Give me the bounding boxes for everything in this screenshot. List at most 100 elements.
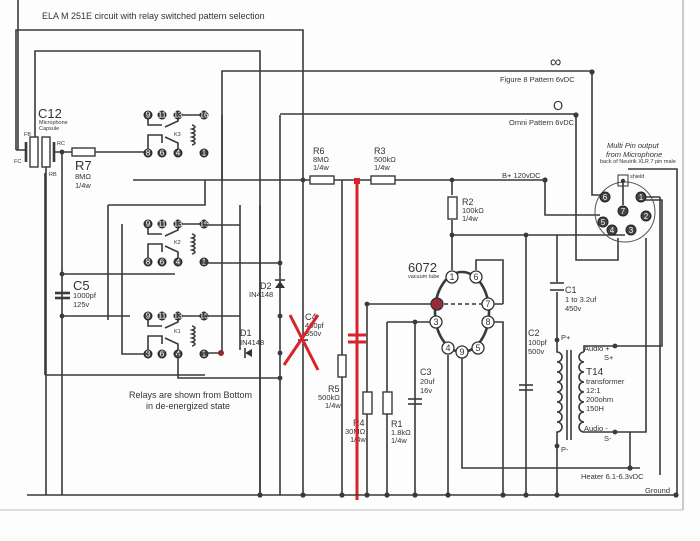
capsule-desc2: Capsule [39,126,59,132]
relay-pin [157,148,167,158]
relay-pin-label: 9 [146,220,151,229]
tube-pin-label: 5 [475,343,480,353]
relay-pin-label: 8 [146,350,151,359]
ground-junction [554,492,560,498]
resistor-r1 [382,391,393,415]
s-plus: S+ [604,353,614,362]
tube-desc: vacuum tube [408,274,440,280]
r2-value: 100kΩ [462,206,484,215]
c5-voltage: 125v [73,300,90,309]
relay-pin [143,257,153,267]
c2-voltage: 500v [528,347,545,356]
relay-pin-label: 1 [202,149,207,158]
red-added-capacitor [348,178,366,500]
relay-wiring [44,115,545,495]
diagram-title: ELA M 251E circuit with relay switched p… [42,11,265,21]
connector-title1: Multi Pin output [607,141,660,150]
relay-pin-label: 6 [160,149,165,158]
ground-junction [523,492,529,498]
relay-pin-label: 6 [160,350,165,359]
tube-pin [430,297,444,311]
r7-name: R7 [75,158,92,173]
connector-pin [625,224,637,236]
tube-envelope [433,270,491,354]
relay-pin [143,219,153,229]
tube-pin [481,297,495,311]
audio-plus: Audio + [584,344,610,353]
relay-pin [199,219,209,229]
relay-pin [157,257,167,267]
capsule-rb: RB [49,172,57,178]
relay-pin [143,148,153,158]
tube-pin-label: 3 [433,317,438,327]
heater-label: Heater 6.1-6.3vDC [581,472,644,481]
relay-pin-label: 13 [174,111,183,120]
c5-value: 1000pf [73,291,97,300]
omni-label: Omni Pattern 6vDC [509,118,575,127]
r2-power: 1/4w [462,214,478,223]
ground-label: Ground [645,486,670,495]
tube-pin-label: 1 [449,272,454,282]
c3-voltage: 16v [420,386,432,395]
t14-line2: 12:1 [586,386,601,395]
connector-pin-label: 1 [639,193,644,202]
connector-pin [617,205,629,217]
ground-junction [339,492,345,498]
r3-power: 1/4w [374,163,390,172]
connector-pin-label: 6 [603,193,608,202]
tube-pin [445,270,459,284]
tube-pin [471,341,485,355]
red-cross-mark [282,314,320,371]
tube-pin [481,315,495,329]
resistor-r7 [71,147,96,157]
connector-pin [606,224,618,236]
relay-pin-label: 9 [146,312,151,321]
c12-label: C12 [38,106,62,121]
note-line1: Relays are shown from Bottom [129,390,252,400]
ground-junction [300,492,306,498]
c5-name: C5 [73,278,90,293]
k2-label: K2 [174,240,181,246]
relay-pin [157,219,167,229]
ground-junction [257,492,263,498]
figure8-symbol: ∞ [550,54,561,71]
relay-pin [199,110,209,120]
c1-value: 1 to 3.2uf [565,295,597,304]
relay-pin-label: 8 [146,258,151,267]
resistor-r6 [309,175,335,185]
connector-pin-label: 4 [610,226,615,235]
tube-pin-label: 4 [445,343,450,353]
relay-pin [157,110,167,120]
ground-junction [445,492,451,498]
c2-name: C2 [528,328,540,338]
r3-value: 500kΩ [374,155,396,164]
p-minus: P- [561,445,569,454]
connector-pin [635,191,647,203]
c3-value: 20uf [420,377,436,386]
t14-line3: 200ohm [586,395,613,404]
d1-name: D1 [240,328,252,338]
r6-name: R6 [313,146,325,156]
r6-value: 8MΩ [313,155,329,164]
tube-pin [455,345,469,359]
ground-junction [500,492,506,498]
relay-pin [173,219,183,229]
tube-name: 6072 [408,260,437,275]
relay-pin [199,349,209,359]
ground-junction [364,492,370,498]
relay-pin-label: 6 [160,258,165,267]
connector-subtitle: back of Neutrik XLR 7 pin male [600,159,676,165]
shield-label: shield [630,174,644,180]
control-wires [15,29,619,495]
resistor-r5 [337,354,347,378]
r7-value: 8MΩ [75,172,91,181]
resistor-r3 [370,175,396,185]
ground-junction [384,492,390,498]
capacitor-c5 [55,291,70,300]
